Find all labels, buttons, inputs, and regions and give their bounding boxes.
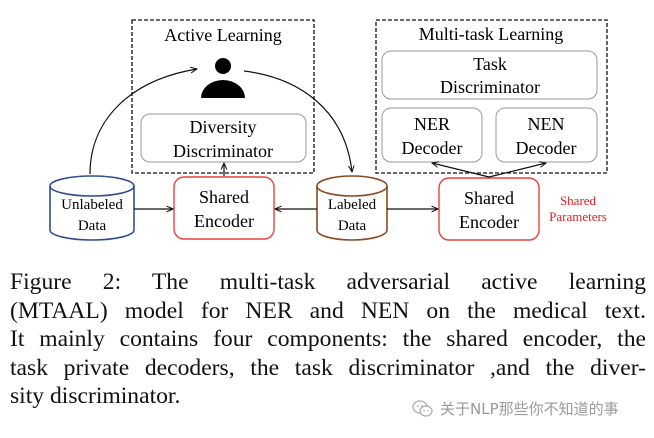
labeled-data-line2: Data (338, 218, 367, 234)
nen-decoder-line1: NEN (528, 114, 565, 134)
arrow-annotator-to-labeled (243, 70, 352, 172)
ner-decoder-line1: NER (414, 114, 450, 134)
watermark-text: 关于NLP那些你不知道的事 (440, 400, 619, 418)
ner-decoder-line2: Decoder (402, 138, 463, 158)
unlabeled-data-cylinder: Unlabeled Data (49, 175, 135, 241)
figure-caption: Figure 2: The multi-task adversarial act… (10, 268, 646, 411)
person-icon (201, 58, 245, 98)
shared-encoder-right-line2: Encoder (459, 212, 519, 232)
shared-encoder-left-line2: Encoder (194, 211, 254, 231)
mtaal-diagram: Active Learning Diversity Discriminator … (49, 19, 608, 241)
shared-parameters-line1: Shared (560, 193, 597, 208)
nen-decoder-line2: Decoder (516, 138, 577, 158)
shared-encoder-left: Shared Encoder (173, 176, 275, 240)
labeled-data-line1: Labeled (328, 197, 377, 213)
task-discriminator-line2: Discriminator (440, 77, 540, 97)
caption-line: task private decoders, the task discrimi… (10, 354, 646, 381)
task-discriminator-box (381, 50, 598, 100)
shared-parameters-line2: Parameters (549, 209, 607, 224)
caption-line: (MTAAL) model for NER and NEN on the med… (10, 297, 646, 324)
shared-encoder-right-line1: Shared (464, 188, 514, 208)
multi-task-learning-frame (375, 19, 608, 174)
diversity-discriminator-line1: Diversity (190, 117, 257, 137)
unlabeled-data-line1: Unlabeled (61, 197, 123, 213)
arrow-encoder-to-nen (488, 163, 546, 178)
active-learning-frame (131, 19, 315, 174)
diversity-discriminator-box (140, 113, 307, 163)
unlabeled-data-line2: Data (78, 218, 107, 234)
multi-task-learning-group: Multi-task Learning Task Discriminator N… (375, 19, 608, 174)
shared-encoder-right: Shared Encoder (438, 177, 540, 241)
diversity-discriminator-line2: Discriminator (173, 141, 273, 161)
caption-line: Figure 2: The multi-task adversarial act… (10, 269, 646, 295)
active-learning-group: Active Learning Diversity Discriminator (131, 19, 315, 174)
labeled-data-cylinder: Labeled Data (316, 175, 388, 241)
caption-line: sity discriminator. (10, 383, 181, 410)
shared-encoder-left-line1: Shared (199, 187, 249, 207)
caption-line: It mainly contains four components: the … (10, 326, 646, 353)
watermark: 关于NLP那些你不知道的事 (412, 398, 619, 419)
active-learning-title: Active Learning (164, 25, 281, 45)
wechat-icon (412, 399, 433, 417)
multi-task-learning-title: Multi-task Learning (419, 24, 563, 44)
arrow-encoder-to-ner (432, 163, 490, 178)
arrow-unlabeled-to-annotator (89, 69, 197, 175)
task-discriminator-line1: Task (473, 54, 507, 74)
